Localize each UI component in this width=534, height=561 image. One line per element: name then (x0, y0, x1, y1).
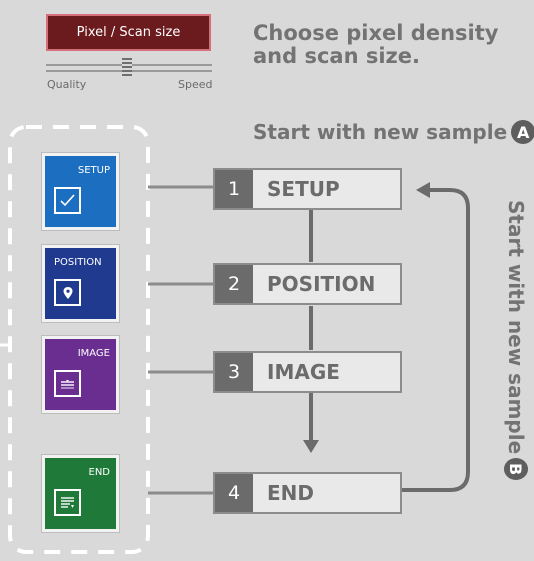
step-position[interactable]: 2 POSITION (213, 263, 402, 305)
step-setup[interactable]: 1 SETUP (213, 168, 402, 210)
start-b-label: Start with new sample (504, 200, 528, 455)
step-image[interactable]: 3 IMAGE (213, 351, 402, 393)
pixel-scan-size-label: Pixel / Scan size (76, 25, 181, 40)
step-label: SETUP (267, 177, 340, 201)
step-end[interactable]: 4 END (213, 472, 402, 514)
location-pin-icon (54, 279, 81, 306)
tile-position[interactable]: POSITION (42, 245, 119, 322)
tile-setup-label: SETUP (77, 165, 110, 176)
instruction-heading: Choose pixel density and scan size. (253, 22, 513, 68)
heading-line-2: and scan size. (253, 44, 420, 68)
heading-line-1: Choose pixel density (253, 21, 499, 45)
tile-setup[interactable]: SETUP (42, 153, 119, 230)
document-list-icon (54, 489, 81, 516)
start-new-sample-b: Start with new sample B (498, 200, 534, 480)
tile-position-label: POSITION (54, 257, 102, 268)
tile-end[interactable]: END (42, 455, 119, 532)
slider-quality-label: Quality (47, 78, 87, 91)
step-number: 2 (215, 265, 253, 303)
slider-handle[interactable] (122, 58, 132, 78)
badge-b: B (504, 458, 528, 480)
badge-a: A (511, 120, 534, 144)
slider-speed-label: Speed (178, 78, 213, 91)
pixel-scan-size-button[interactable]: Pixel / Scan size (46, 14, 211, 51)
step-number: 1 (215, 170, 253, 208)
step-label: END (267, 481, 315, 505)
step-label: POSITION (267, 272, 376, 296)
tile-end-label: END (88, 467, 111, 478)
step-number: 3 (215, 353, 253, 391)
flow-arrowhead (303, 440, 319, 453)
image-scan-icon (54, 370, 81, 397)
start-a-label: Start with new sample (253, 120, 508, 144)
start-new-sample-a: Start with new sample A (253, 120, 534, 144)
step-number: 4 (215, 474, 253, 512)
loop-back-arrowhead (416, 182, 430, 198)
loop-back-arrow (402, 188, 470, 492)
step-label: IMAGE (267, 360, 340, 384)
check-icon (54, 187, 81, 214)
tile-image[interactable]: IMAGE (42, 336, 119, 413)
tile-image-label: IMAGE (77, 348, 110, 359)
